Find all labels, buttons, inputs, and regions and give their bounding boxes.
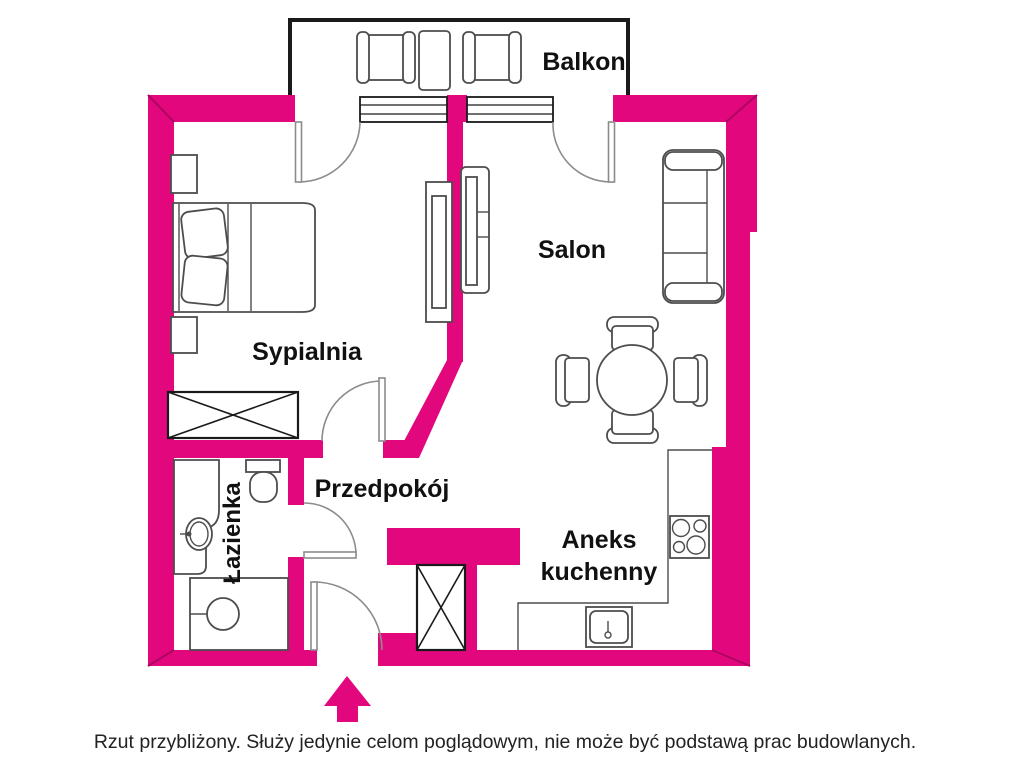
living-area: Salon — [460, 149, 725, 444]
disclaimer-text: Rzut przybliżony. Służy jedynie celom po… — [94, 731, 916, 753]
bed-icon — [172, 202, 316, 313]
bedroom-chest-icon — [166, 390, 300, 440]
sofa-icon — [662, 149, 725, 304]
vanity-sink-icon — [173, 459, 220, 575]
wall-left — [148, 95, 174, 666]
wall-closet-strip — [465, 565, 477, 650]
door-bedroom — [321, 377, 386, 442]
wall-right — [712, 95, 757, 666]
room-label-bathroom: Łazienka — [219, 482, 246, 584]
corner-seam-top-left — [147, 94, 175, 123]
pillow-icon — [180, 254, 229, 307]
door-bedroom-balcony — [294, 121, 361, 183]
hallway-area: Przedpokój — [315, 475, 467, 652]
wall-bathroom-top — [174, 440, 323, 458]
tap-icon — [186, 531, 192, 537]
wall-bottom-left — [148, 650, 317, 666]
dining-table-icon — [596, 344, 668, 416]
balcony-table-icon — [418, 30, 451, 91]
wall-closet-block — [387, 528, 520, 565]
kitchen-counter — [517, 449, 712, 650]
corner-seam-top-right — [725, 94, 758, 123]
dining-set-icon — [555, 316, 708, 444]
room-label-living: Salon — [538, 236, 606, 264]
wall-diagonal — [395, 360, 463, 458]
room-label-kitchen-line2: kuchenny — [541, 558, 658, 586]
wall-bathroom-right-lower — [288, 557, 304, 666]
room-label-balcony: Balkon — [542, 48, 625, 76]
wall-bathroom-right-upper — [288, 440, 304, 505]
walls — [147, 94, 758, 667]
wardrobe-living-icon — [460, 166, 490, 294]
nightstand-top-icon — [170, 154, 198, 194]
hall-closet-icon — [415, 563, 467, 652]
corner-seam-bottom-right — [711, 649, 751, 667]
balcony-chair-right-icon — [462, 31, 522, 84]
balcony-chair-left-icon — [356, 31, 416, 84]
door-entrance — [310, 581, 383, 651]
pillow-icon — [180, 207, 229, 260]
balcony-area: Balkon — [288, 18, 630, 97]
window-living — [466, 96, 554, 123]
door-bathroom — [303, 502, 357, 559]
nightstand-bottom-icon — [170, 316, 198, 354]
room-label-hall: Przedpokój — [315, 475, 450, 503]
kitchen-sink-icon — [585, 606, 633, 648]
bedroom-area: Sypialnia — [166, 154, 453, 440]
bathroom-area: Łazienka — [173, 459, 289, 651]
wall-bottom-bump — [378, 633, 420, 650]
wardrobe-bedroom-icon — [425, 181, 453, 323]
wall-bottom-right — [378, 650, 712, 666]
entrance-arrow-icon — [324, 676, 371, 722]
wall-window-mullion — [447, 95, 467, 122]
window-bedroom — [359, 96, 448, 123]
wall-hall-stub — [383, 440, 407, 458]
hob-icon — [669, 515, 710, 559]
room-label-bedroom: Sypialnia — [252, 338, 363, 366]
kitchen-area: Aneks kuchenny — [517, 449, 712, 650]
toilet-icon — [245, 459, 281, 503]
balcony-outline — [288, 18, 630, 97]
room-label-kitchen-line1: Aneks — [561, 526, 636, 554]
washing-machine-icon — [189, 577, 289, 651]
corner-seam-bottom-left — [147, 649, 175, 667]
door-living-balcony — [552, 121, 616, 183]
